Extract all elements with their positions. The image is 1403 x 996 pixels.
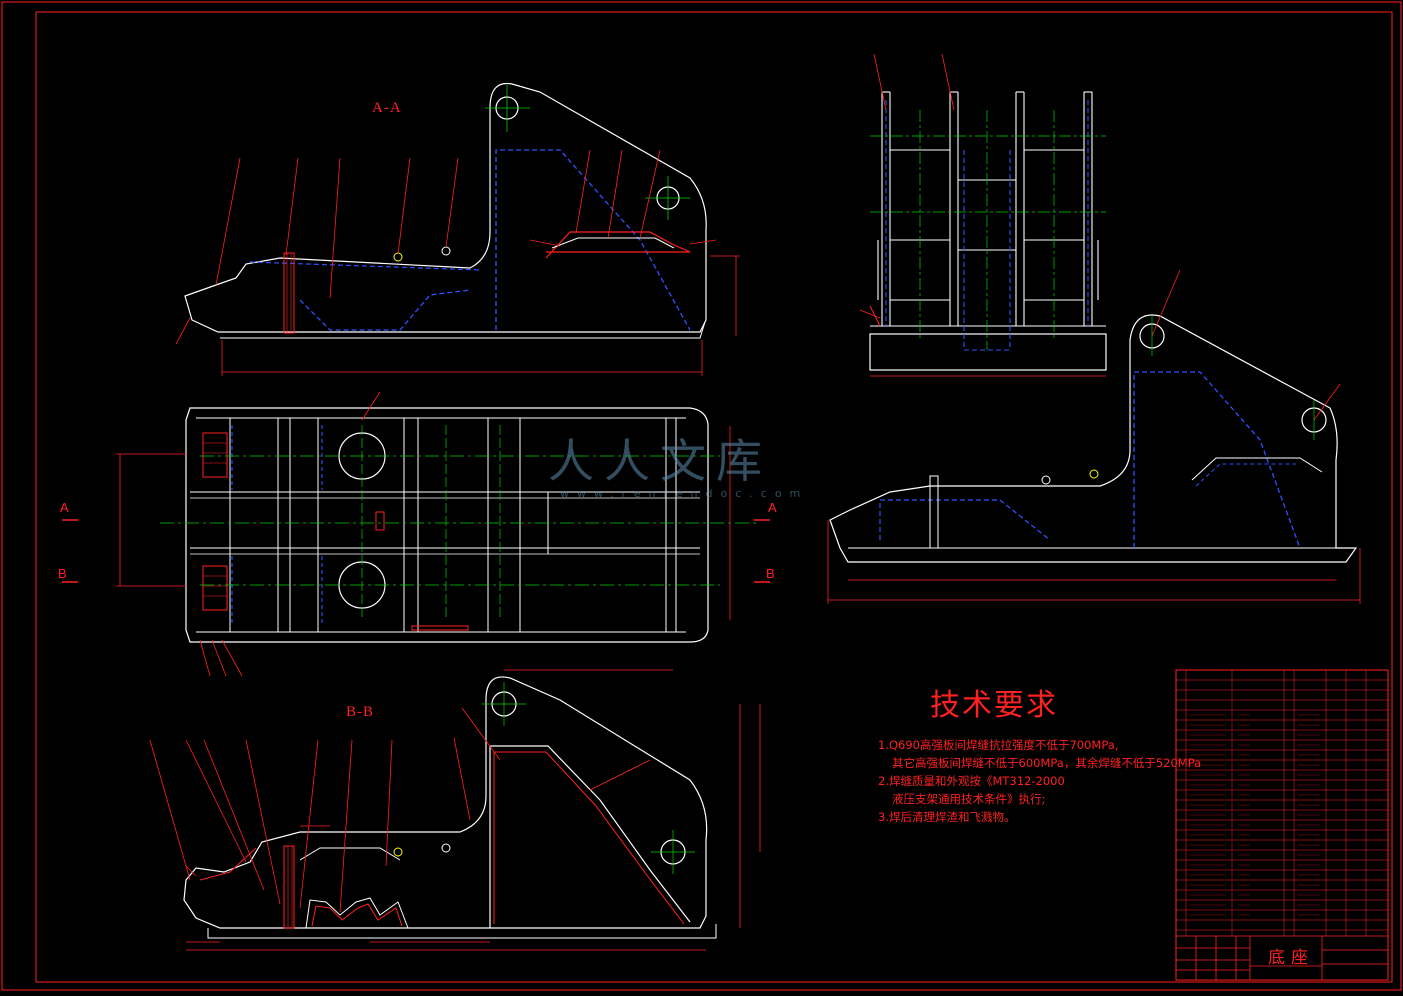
tech-req-line-2: 其它高强板间焊缝不低于600MPa，其余焊缝不低于520MPa (892, 756, 1202, 770)
section-view-aa (175, 82, 740, 376)
section-title-aa: A-A (372, 100, 402, 116)
technical-requirements: 技术要求 1.Q690高强板间焊缝抗拉强度不低于700MPa, 其它高强板间焊缝… (878, 680, 1201, 826)
tech-req-line-1: 1.Q690高强板间焊缝抗拉强度不低于700MPa, (878, 738, 1119, 752)
section-mark-a-left: A (60, 500, 69, 515)
parts-list-table (1175, 669, 1389, 981)
tech-req-heading: 技术要求 (930, 688, 1058, 723)
watermark-text: 人人文库 (548, 434, 772, 488)
section-mark-b-right: B (766, 566, 775, 581)
title-block-part-name: 底座 (1268, 948, 1314, 968)
section-view-bb (149, 669, 761, 951)
tech-req-line-4: 液压支架通用技术条件》执行; (892, 792, 1046, 806)
tech-req-line-3: 2.焊缝质量和外观按《MT312-2000 (878, 774, 1065, 788)
section-title-bb: B-B (346, 704, 375, 720)
section-mark-a-right: A (768, 500, 777, 515)
watermark: 人人文库 www.renrendoc.com (548, 425, 808, 500)
tech-req-line-5: 3.焊后清理焊渣和飞溅物。 (878, 810, 1016, 824)
plan-view (62, 391, 770, 677)
inner-border (35, 11, 1393, 983)
side-elevation-view (827, 269, 1361, 604)
watermark-url: www.renrendoc.com (560, 487, 809, 500)
end-view (859, 53, 1107, 377)
section-mark-b-left: B (58, 566, 67, 581)
